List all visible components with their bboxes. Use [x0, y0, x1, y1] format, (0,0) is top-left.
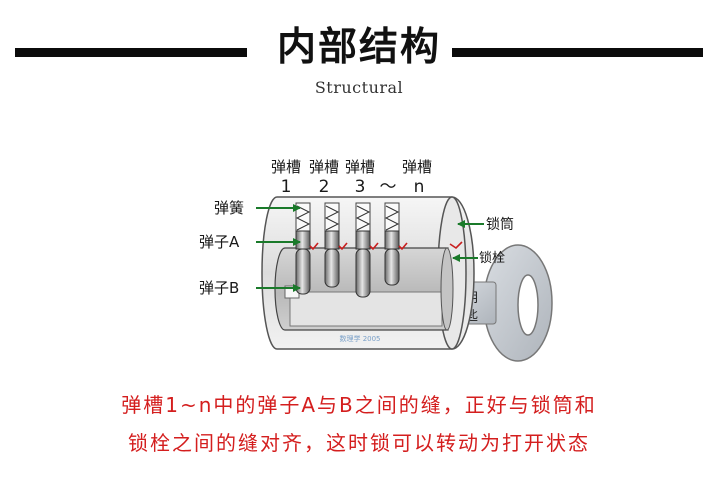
slot-label-3: 弹槽: [345, 158, 375, 176]
pin-b-label: 弹子B: [199, 279, 239, 297]
caption-line-2: 锁栓之间的缝对齐，这时锁可以转动为打开状态: [128, 431, 590, 455]
pin-stack-1: [295, 202, 311, 295]
pin-a-label: 弹子A: [199, 233, 240, 251]
slot-labels: 弹槽 1 弹槽 2 弹槽 3 ～ 弹槽 n: [271, 158, 432, 197]
slot-index-n: n: [414, 177, 425, 197]
watermark: 数理学 2005: [339, 334, 380, 343]
lock-cylinder: [261, 196, 475, 350]
shear-line-marks: [309, 241, 463, 251]
slot-index-3: 3: [355, 177, 366, 197]
slot-index-1: 1: [281, 177, 292, 197]
slot-separator: ～: [380, 177, 397, 197]
pin-stack-n: [384, 202, 400, 286]
caption-line-1: 弹槽1~n中的弹子A与B之间的缝，正好与锁筒和: [121, 393, 597, 417]
pin-stack-2: [324, 202, 340, 288]
slot-label-1: 弹槽: [271, 158, 301, 176]
slot-label-2: 弹槽: [309, 158, 339, 176]
page-subtitle: Structural: [314, 78, 404, 97]
spring-label: 弹簧: [214, 199, 244, 217]
right-labels: 锁筒 锁栓: [452, 216, 514, 266]
header-rule-left: [15, 48, 247, 57]
pin-stack-3: [355, 202, 371, 298]
header-rule-right: [452, 48, 703, 57]
page-title: 内部结构: [276, 24, 441, 70]
cylinder-label: 锁筒: [486, 216, 514, 233]
slot-index-2: 2: [319, 177, 330, 197]
slot-label-n: 弹槽: [402, 158, 432, 176]
left-labels: 弹簧 弹子A 弹子B: [199, 199, 301, 297]
plug-label: 锁栓: [479, 250, 505, 266]
